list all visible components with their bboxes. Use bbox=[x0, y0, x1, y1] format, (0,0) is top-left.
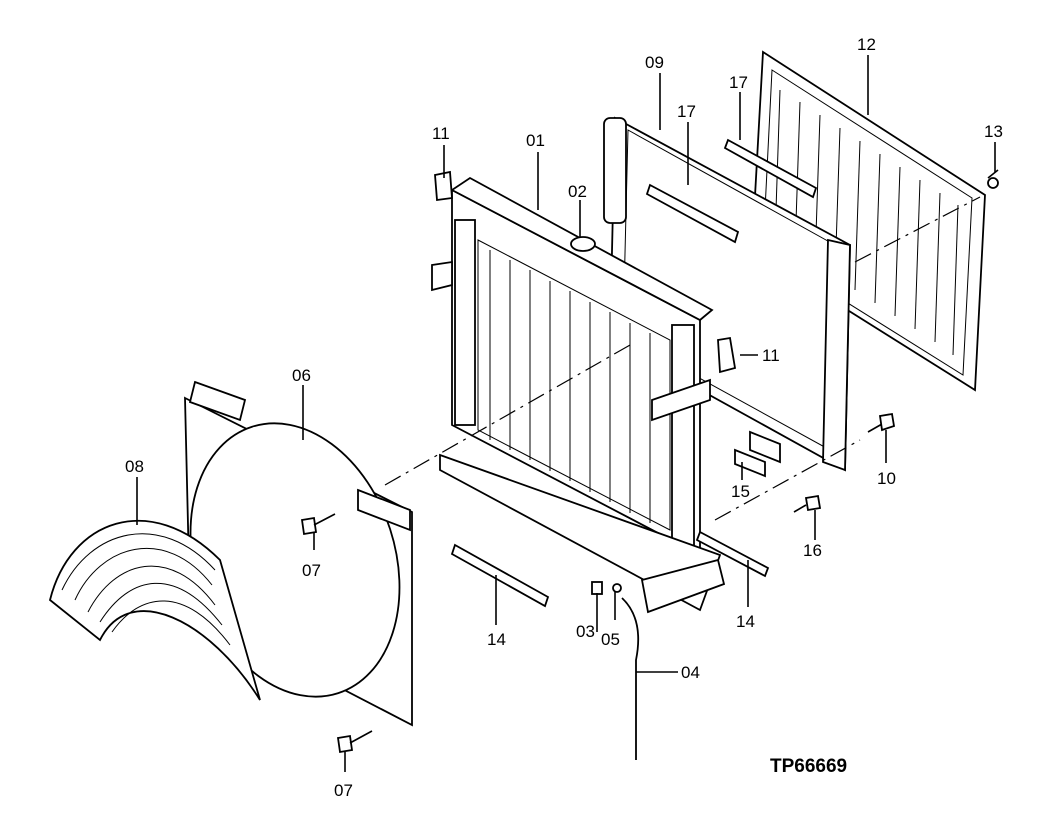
callout-05: 05 bbox=[601, 630, 620, 649]
rubber-strip-lower bbox=[645, 183, 740, 244]
callout-15: 15 bbox=[731, 482, 750, 501]
radiator bbox=[431, 176, 726, 614]
callout-17-right: 17 bbox=[729, 73, 748, 92]
callout-02: 02 bbox=[568, 182, 587, 201]
clamp bbox=[612, 583, 622, 593]
callout-09: 09 bbox=[645, 53, 664, 72]
radiator-cap bbox=[570, 236, 596, 252]
fan-guard bbox=[48, 520, 261, 701]
seal-strip-left bbox=[450, 543, 550, 608]
bolt-07-lower bbox=[336, 730, 373, 754]
callout-08: 08 bbox=[125, 457, 144, 476]
callout-14-right: 14 bbox=[736, 612, 755, 631]
screen-panel bbox=[751, 50, 986, 392]
drain-cock bbox=[591, 581, 603, 595]
callout-16: 16 bbox=[803, 541, 822, 560]
rubber-strip-upper bbox=[723, 138, 818, 199]
mount-rubber-left bbox=[434, 170, 453, 202]
wing-nut bbox=[987, 169, 999, 189]
callout-17-left: 17 bbox=[677, 102, 696, 121]
callout-07-upper: 07 bbox=[302, 561, 321, 580]
callout-12: 12 bbox=[857, 35, 876, 54]
seal-strip-right bbox=[695, 530, 770, 578]
callout-03: 03 bbox=[576, 622, 595, 641]
bolt-07-upper bbox=[300, 513, 336, 536]
callout-10: 10 bbox=[877, 469, 896, 488]
fan-shroud bbox=[184, 380, 413, 727]
mount-rubber-right bbox=[717, 336, 737, 374]
bracket bbox=[734, 448, 766, 478]
drain-hose bbox=[621, 597, 640, 760]
callout-06: 06 bbox=[292, 366, 311, 385]
bolt-10 bbox=[867, 412, 896, 433]
callout-14-left: 14 bbox=[487, 630, 506, 649]
callout-13: 13 bbox=[984, 122, 1003, 141]
callout-11-left: 11 bbox=[432, 124, 450, 143]
reference-code: TP66669 bbox=[770, 756, 847, 777]
leader-lines bbox=[136, 55, 996, 772]
callout-04: 04 bbox=[681, 663, 700, 682]
bolt-16 bbox=[793, 494, 822, 513]
callout-01: 01 bbox=[526, 131, 545, 150]
callout-11-right: 11 bbox=[762, 346, 780, 365]
callout-labels: 01 02 03 04 05 06 07 07 08 09 10 11 11 1… bbox=[125, 35, 1003, 800]
callout-07-lower: 07 bbox=[334, 781, 353, 800]
